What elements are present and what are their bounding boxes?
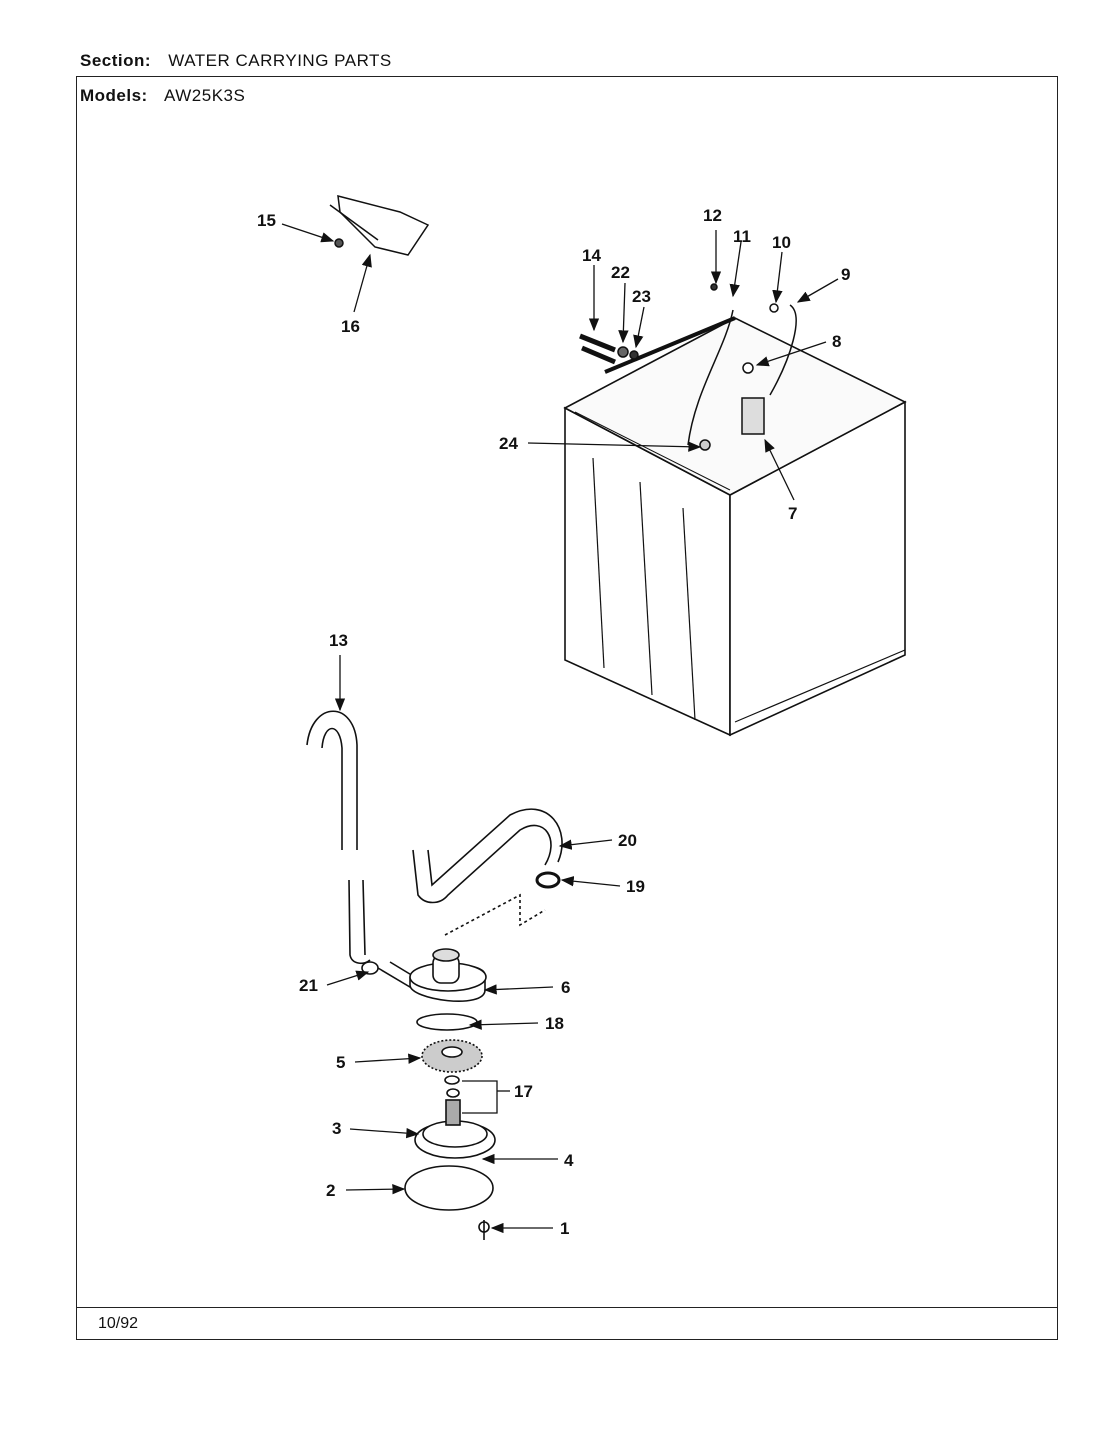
callout-21: 21	[299, 976, 318, 995]
section-line: Section: WATER CARRYING PARTS	[80, 51, 392, 71]
callout-9: 9	[841, 265, 850, 284]
callout-15: 15	[257, 211, 276, 230]
callout-13: 13	[329, 631, 348, 650]
callout-labels: 1 2 3 4 5 6 7 8 9 10 11 12 13 14 15 16 1…	[257, 206, 850, 1238]
callout-19: 19	[626, 877, 645, 896]
section-label: Section:	[80, 51, 152, 70]
callout-10: 10	[772, 233, 791, 252]
callout-22: 22	[611, 263, 630, 282]
callout-3: 3	[332, 1119, 341, 1138]
callout-17: 17	[514, 1082, 533, 1101]
diagram-frame	[76, 76, 1058, 1340]
footer-divider	[76, 1307, 1058, 1308]
section-title: WATER CARRYING PARTS	[168, 51, 392, 70]
callout-24: 24	[499, 434, 518, 453]
leader-lines	[281, 223, 839, 1234]
callout-1: 1	[560, 1219, 569, 1238]
callout-5: 5	[336, 1053, 345, 1072]
pump-assembly	[361, 948, 496, 1240]
pump-hose	[412, 808, 563, 936]
callout-11: 11	[733, 227, 751, 246]
footer-date: 10/92	[98, 1315, 139, 1332]
models-label: Models:	[80, 86, 148, 105]
callout-23: 23	[632, 287, 651, 306]
model-number: AW25K3S	[164, 86, 246, 105]
callout-12: 12	[703, 206, 722, 225]
callout-18: 18	[545, 1014, 564, 1033]
callout-8: 8	[832, 332, 841, 351]
mounting-bracket	[329, 194, 430, 256]
drain-hose	[306, 710, 371, 965]
callout-4: 4	[564, 1151, 574, 1170]
callout-20: 20	[618, 831, 637, 850]
models-line: Models: AW25K3S	[80, 86, 245, 106]
callout-14: 14	[582, 246, 601, 265]
callout-7: 7	[788, 504, 797, 523]
water-valve-assembly	[579, 283, 797, 451]
callout-16: 16	[341, 317, 360, 336]
callout-6: 6	[561, 978, 570, 997]
washer-cabinet	[563, 316, 907, 737]
callout-2: 2	[326, 1181, 335, 1200]
